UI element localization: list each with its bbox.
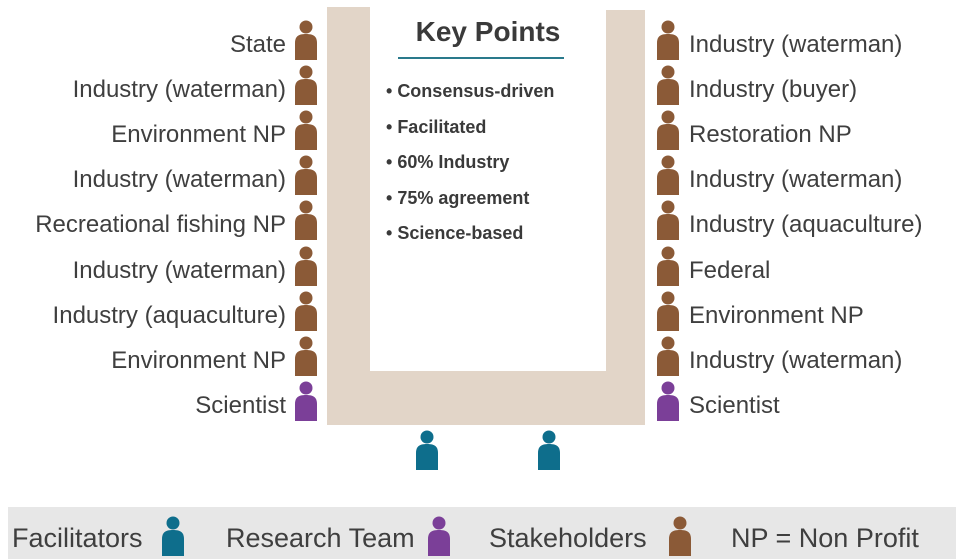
- left-seat-label: Scientist: [195, 392, 286, 419]
- legend-research-label: Research Team: [226, 523, 415, 553]
- table-bottom: [327, 371, 645, 425]
- left-seat-label: Industry (waterman): [72, 76, 286, 103]
- key-point: 75% agreement: [386, 185, 554, 221]
- person-icon: [655, 20, 681, 60]
- person-icon: [655, 336, 681, 376]
- right-seat-label: Environment NP: [689, 302, 864, 329]
- person-icon: [293, 20, 319, 60]
- right-seat-label: Restoration NP: [689, 121, 852, 148]
- left-seat-label: Environment NP: [111, 347, 286, 374]
- person-icon: [655, 65, 681, 105]
- right-seat-label: Scientist: [689, 392, 780, 419]
- person-icon: [160, 516, 186, 556]
- person-icon: [293, 336, 319, 376]
- left-seat-label: Recreational fishing NP: [35, 211, 286, 238]
- person-icon: [293, 246, 319, 286]
- key-point: 60% Industry: [386, 149, 554, 185]
- person-icon: [536, 430, 562, 470]
- right-seat-label: Industry (aquaculture): [689, 211, 923, 238]
- key-points-list: Consensus-driven Facilitated 60% Industr…: [386, 78, 554, 256]
- left-seat-label: State: [229, 31, 286, 58]
- person-icon: [293, 200, 319, 240]
- person-icon: [655, 155, 681, 195]
- right-seat-label: Industry (waterman): [689, 31, 903, 58]
- key-points-underline: [398, 57, 564, 59]
- legend-facilitators-label: Facilitators: [12, 523, 143, 553]
- person-icon: [655, 110, 681, 150]
- key-point: Facilitated: [386, 114, 554, 150]
- right-seat-label: Industry (waterman): [689, 166, 903, 193]
- person-icon: [655, 291, 681, 331]
- person-icon: [667, 516, 693, 556]
- person-icon: [655, 381, 681, 421]
- person-icon: [293, 110, 319, 150]
- left-seat-label: Environment NP: [111, 121, 286, 148]
- left-seat-label: Industry (waterman): [72, 257, 286, 284]
- person-icon: [426, 516, 452, 556]
- person-icon: [655, 246, 681, 286]
- legend-np-note: NP = Non Profit: [731, 523, 919, 553]
- person-icon: [655, 200, 681, 240]
- left-seat-label: Industry (aquaculture): [52, 302, 286, 329]
- key-points-title: Key Points: [415, 16, 561, 47]
- right-seat-label: Industry (buyer): [689, 76, 858, 103]
- table-right-arm: [606, 10, 645, 425]
- right-seat-label: Industry (waterman): [689, 347, 903, 374]
- legend-stakeholders-label: Stakeholders: [489, 523, 647, 553]
- person-icon: [293, 155, 319, 195]
- person-icon: [414, 430, 440, 470]
- key-point: Consensus-driven: [386, 78, 554, 114]
- key-point: Science-based: [386, 220, 554, 256]
- left-seat-label: Industry (waterman): [72, 166, 286, 193]
- person-icon: [293, 291, 319, 331]
- table-left-arm: [327, 7, 370, 425]
- person-icon: [293, 65, 319, 105]
- right-seat-label: Federal: [689, 257, 771, 284]
- person-icon: [293, 381, 319, 421]
